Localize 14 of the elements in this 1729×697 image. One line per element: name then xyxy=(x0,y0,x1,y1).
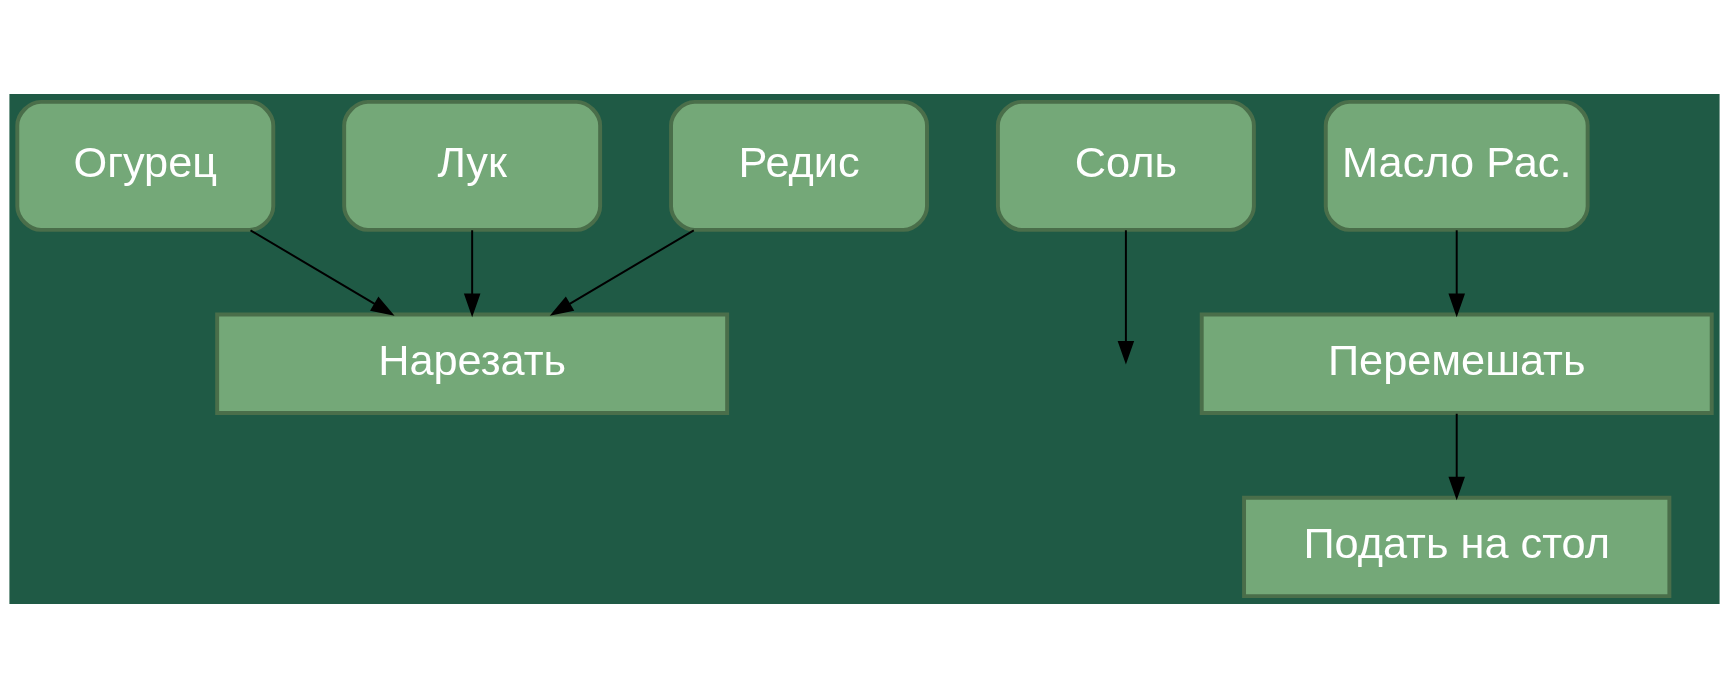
node-box: Соль xyxy=(995,99,1256,232)
node-box: Редис xyxy=(669,99,929,232)
node-box: Масло Рас. xyxy=(1323,99,1590,232)
node-box: Перемешать xyxy=(1199,312,1714,415)
arrow xyxy=(1448,228,1465,317)
arrow xyxy=(1448,412,1465,500)
node-box: Нарезать xyxy=(215,312,730,415)
arrow xyxy=(249,228,395,316)
node-box: Лук xyxy=(342,99,603,232)
arrow xyxy=(1117,228,1135,365)
arrow xyxy=(463,228,481,317)
node-box: Подать на стол xyxy=(1242,495,1672,598)
arrow xyxy=(549,228,695,316)
node-box: Огурец xyxy=(15,99,276,232)
